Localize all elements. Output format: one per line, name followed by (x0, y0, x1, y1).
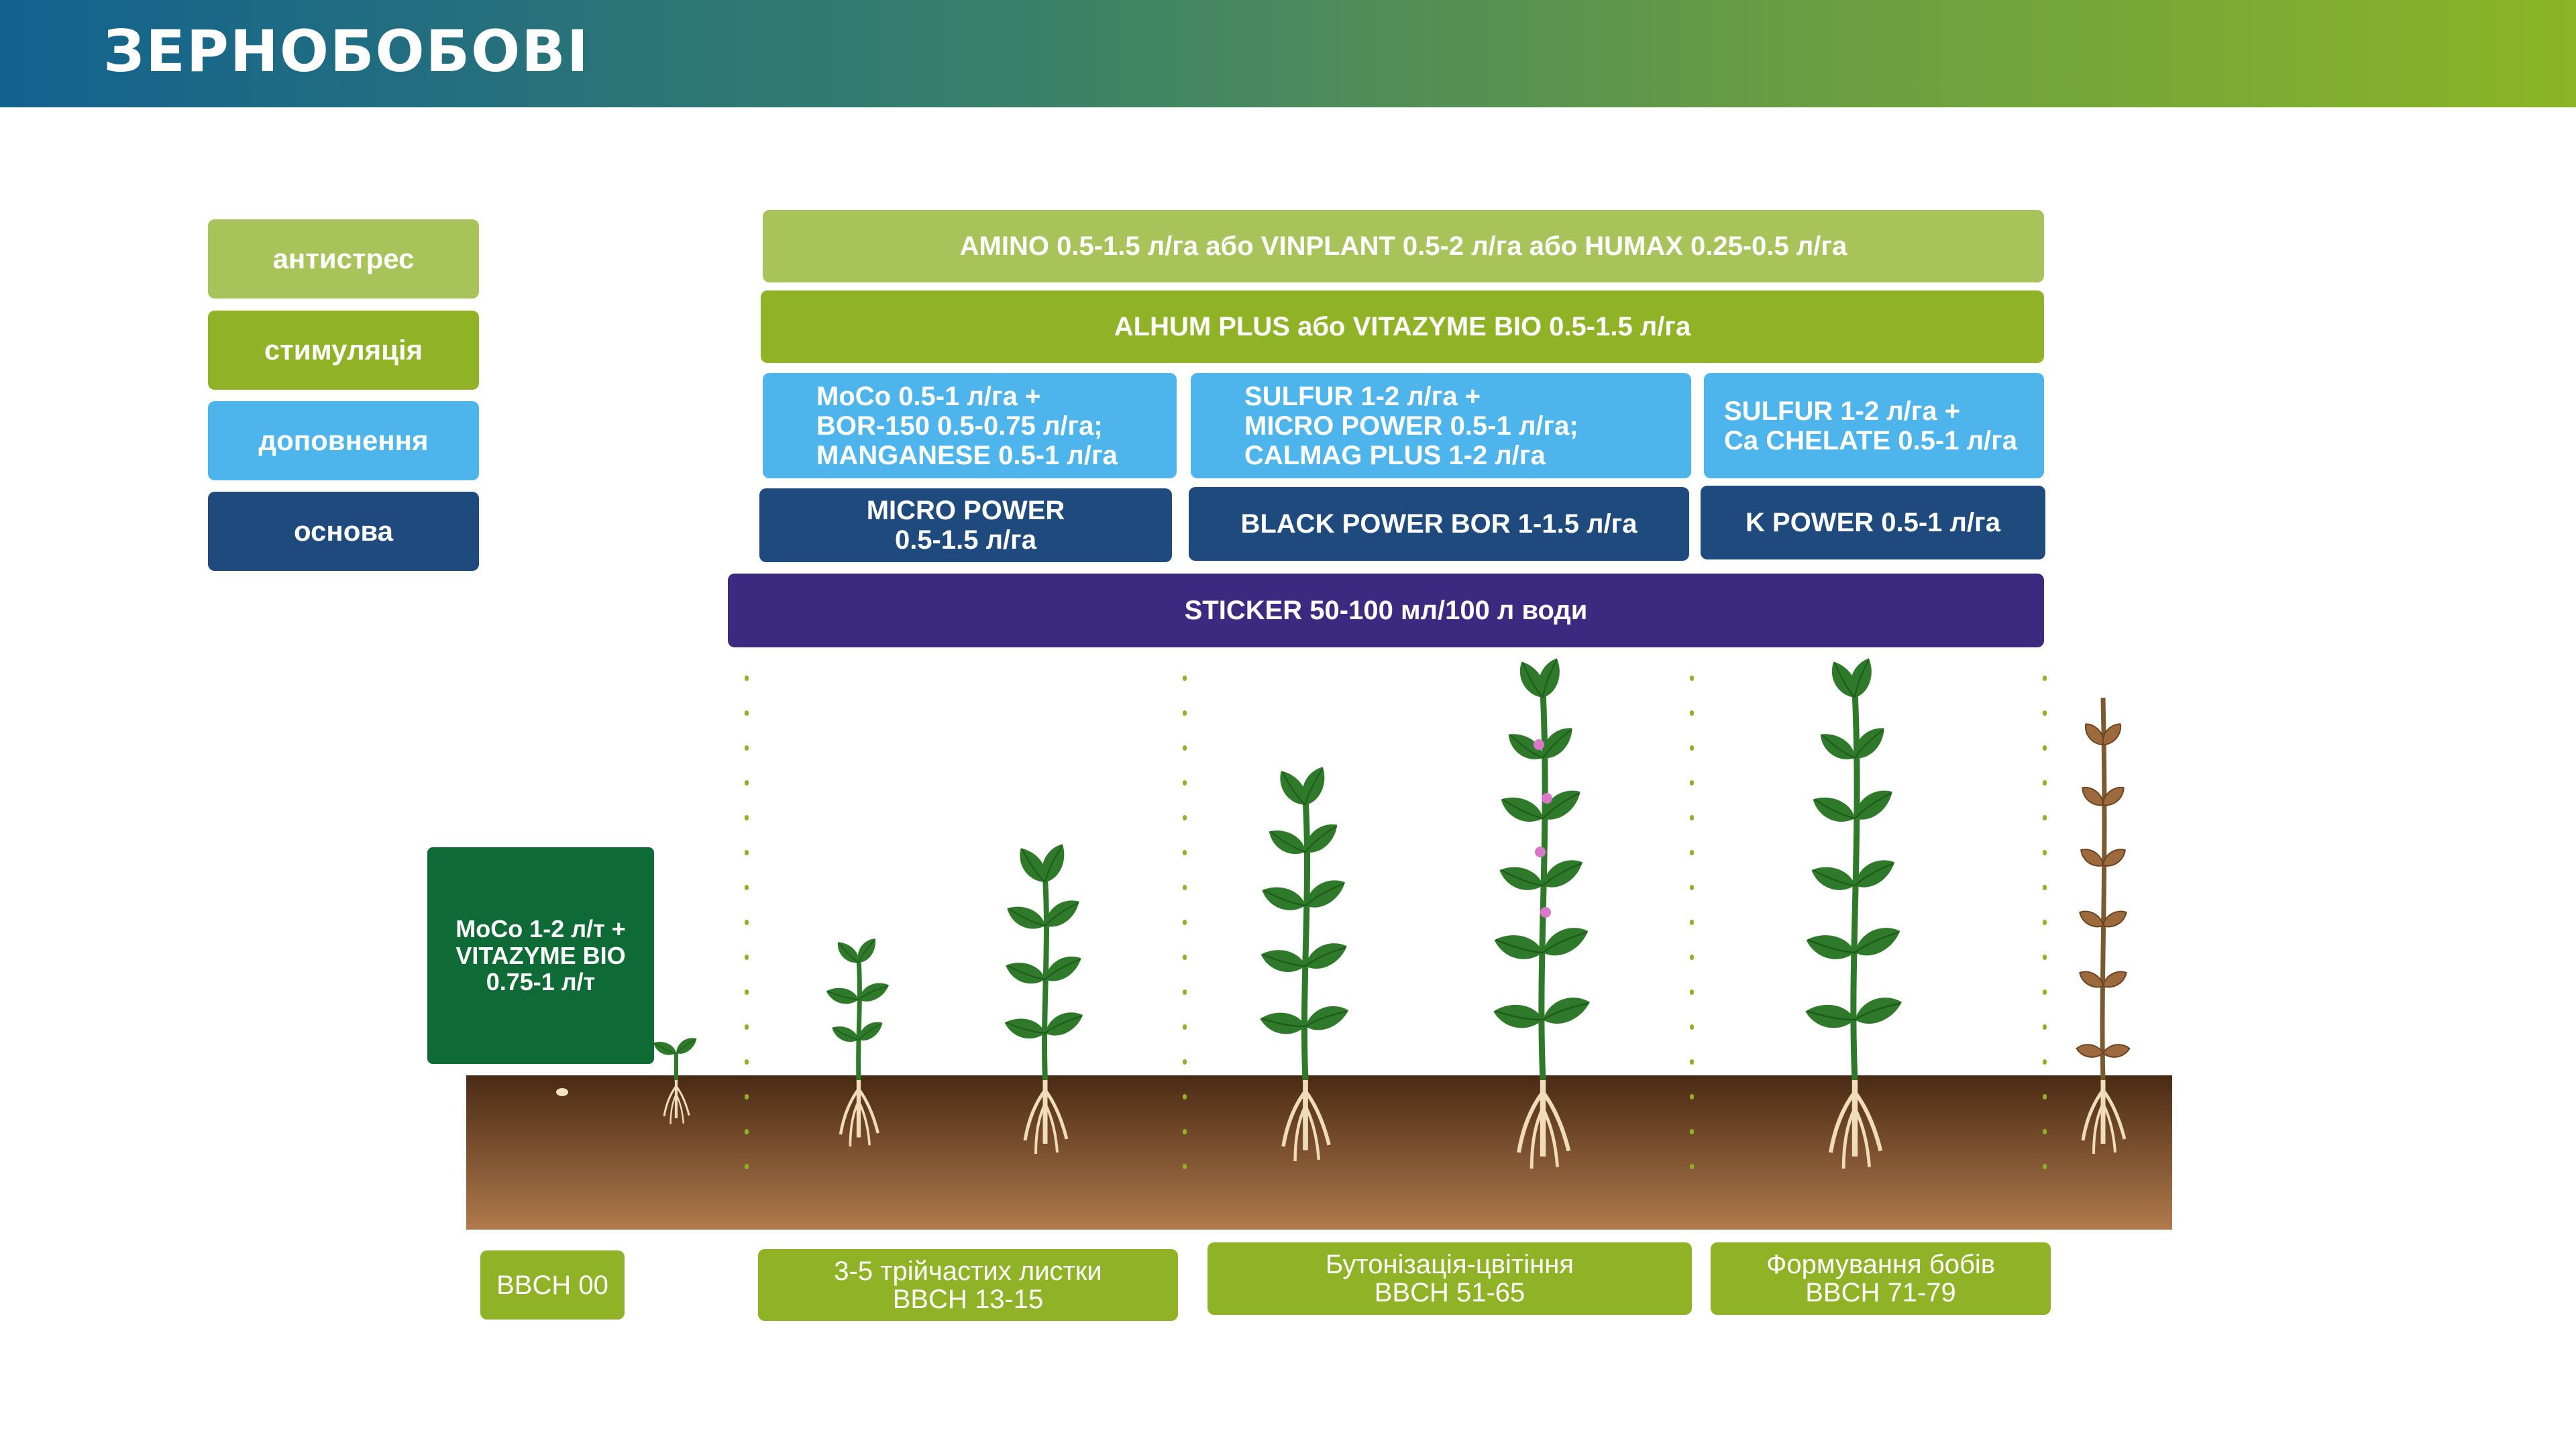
basis-box-3: K POWER 0.5-1 л/га (1701, 486, 2045, 559)
antistress-row: AMINO 0.5-1.5 л/га або VINPLANT 0.5-2 л/… (763, 210, 2044, 282)
supplement-box-3: SULFUR 1-2 л/га + Ca CHELATE 0.5-1 л/га (1704, 373, 2044, 478)
legend-stimulation: стимуляція (208, 311, 479, 390)
stage-label-bbch51-65: Бутонізація-цвітіння BBCH 51-65 (1208, 1242, 1692, 1315)
legend-supplement: доповнення (208, 401, 479, 480)
seed-treatment-box: MoCo 1-2 л/т + VITAZYME BIO 0.75-1 л/т (427, 847, 654, 1064)
supplement-box-1: MoCo 0.5-1 л/га + BOR-150 0.5-0.75 л/га;… (763, 373, 1177, 478)
sticker-row: STICKER 50-100 мл/100 л води (728, 574, 2044, 647)
stimulation-row: ALHUM PLUS або VITAZYME BIO 0.5-1.5 л/га (761, 290, 2044, 363)
dried-plant-icon (2075, 697, 2131, 1154)
plant-icon (823, 934, 893, 1146)
supplement-box-2: SULFUR 1-2 л/га + MICRO POWER 0.5-1 л/га… (1191, 373, 1691, 478)
legend-antistress: антистрес (208, 219, 479, 299)
legend-basis: основа (208, 492, 479, 571)
plant-icon (1001, 839, 1087, 1154)
basis-box-2: BLACK POWER BOR 1-1.5 л/га (1189, 487, 1689, 561)
page-title: ЗЕРНОБОБОВІ (103, 18, 590, 85)
seed-icon (556, 1088, 568, 1096)
stage-label-bbch00: BBCH 00 (480, 1250, 625, 1320)
header-bar: ЗЕРНОБОБОВІ (0, 0, 2576, 107)
basis-box-1: MICRO POWER 0.5-1.5 л/га (759, 488, 1172, 562)
stage-label-bbch71-79: Формування бобів BBCH 71-79 (1711, 1242, 2051, 1315)
plant-icon (1802, 654, 1907, 1169)
stage-label-bbch13-15: 3-5 трійчастих листки BBCH 13-15 (758, 1249, 1178, 1321)
flowering-plant-icon (1490, 654, 1595, 1169)
seedling-icon (650, 1034, 701, 1124)
plant-icon (1256, 762, 1353, 1161)
